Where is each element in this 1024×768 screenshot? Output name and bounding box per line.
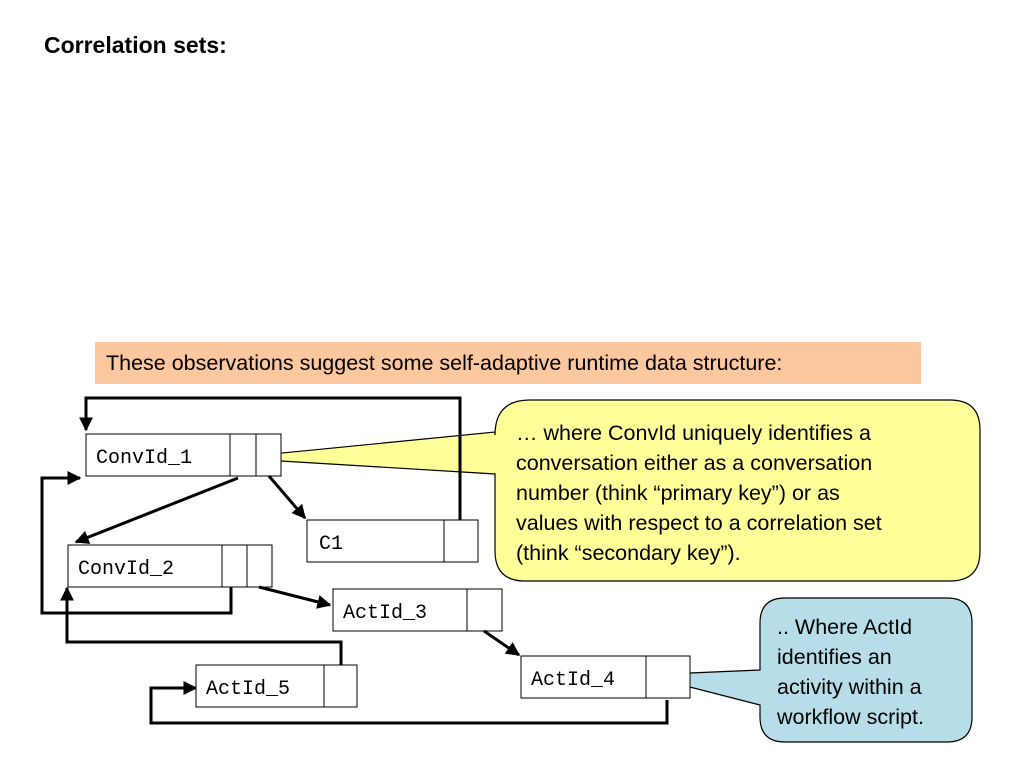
node-actid-3-label: ActId_3 bbox=[343, 602, 427, 625]
actid-callout-shape bbox=[642, 597, 973, 743]
arrow-convid2-to-actid3 bbox=[258, 585, 332, 609]
actid-callout-line: .. Where ActId bbox=[777, 615, 913, 639]
convid-callout-text: … where ConvId uniquely identifies a con… bbox=[516, 418, 882, 568]
convid-callout-shape bbox=[231, 399, 981, 582]
node-convid-1: ConvId_1 bbox=[85, 433, 282, 477]
convid-callout-line: … where ConvId uniquely identifies a bbox=[516, 421, 871, 445]
node-c1-label: C1 bbox=[319, 533, 343, 556]
convid-callout-line: values with respect to a correlation set bbox=[516, 511, 882, 535]
actid-callout-line: activity within a bbox=[777, 675, 922, 699]
convid-callout-line: conversation either as a conversation bbox=[516, 451, 873, 475]
node-convid-1-label: ConvId_1 bbox=[96, 447, 192, 470]
node-convid-2-label: ConvId_2 bbox=[78, 558, 174, 581]
actid-callout-line: workflow script. bbox=[777, 705, 924, 729]
arrow-convid1-to-c1 bbox=[267, 475, 307, 520]
node-actid-5: ActId_5 bbox=[195, 664, 358, 708]
arrow-convid1-to-convid2 bbox=[74, 476, 239, 544]
loop-top-connector bbox=[79, 396, 462, 520]
convid-callout-line: (think “secondary key”). bbox=[516, 541, 741, 565]
node-convid-2: ConvId_2 bbox=[67, 544, 273, 588]
node-actid-4: ActId_4 bbox=[520, 655, 691, 699]
observation-note: These observations suggest some self-ada… bbox=[95, 342, 921, 384]
convid-callout-line: number (think “primary key”) or as bbox=[516, 481, 840, 505]
arrow-actid3-to-actid4 bbox=[483, 629, 521, 657]
node-actid-3: ActId_3 bbox=[332, 588, 503, 632]
loop-bottom-connector bbox=[149, 681, 669, 725]
loop-actid5-connector bbox=[60, 586, 343, 665]
actid-callout-line: identifies an bbox=[777, 645, 892, 669]
node-actid-5-label: ActId_5 bbox=[206, 678, 290, 701]
node-actid-4-label: ActId_4 bbox=[531, 669, 615, 692]
actid-callout-text: .. Where ActId identifies an activity wi… bbox=[777, 612, 924, 732]
node-c1: C1 bbox=[306, 519, 479, 563]
slide-title: Correlation sets: bbox=[44, 32, 227, 58]
loop-left-connector bbox=[40, 471, 233, 615]
